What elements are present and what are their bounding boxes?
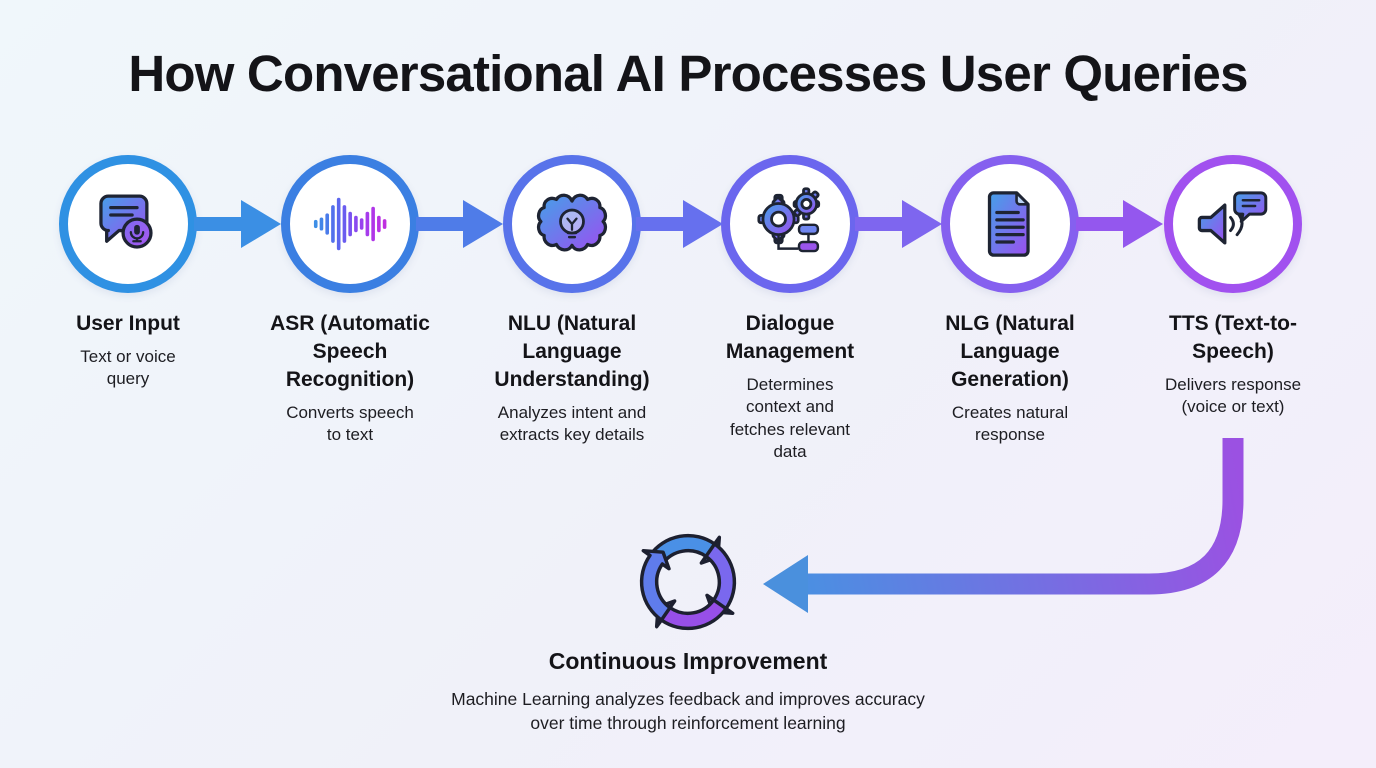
step-desc: Converts speech to text <box>286 402 414 445</box>
feedback-title: Continuous Improvement <box>548 648 828 674</box>
brain-lightbulb-icon <box>536 193 608 252</box>
flow-arrow-icon <box>1076 200 1163 248</box>
step-circle <box>59 155 197 293</box>
page-title: How Conversational AI Processes User Que… <box>128 45 1248 102</box>
step-title: Dialogue Management <box>725 312 855 363</box>
step-title: NLG (Natural Language Generation) <box>945 312 1075 391</box>
step-title: ASR (Automatic Speech Recognition) <box>270 312 430 391</box>
step-desc: Analyzes intent and extracts key details <box>497 402 647 445</box>
cycle-arrows-icon <box>639 533 737 631</box>
flow-arrow-icon <box>194 200 281 248</box>
speaker-chat-icon <box>1197 191 1268 245</box>
gears-flowchart-icon <box>757 187 821 253</box>
feedback-desc: Machine Learning analyzes feedback and i… <box>408 688 968 735</box>
step-title: TTS (Text-to-Speech) <box>1169 312 1297 363</box>
step-circle <box>503 155 641 293</box>
step-title: User Input <box>76 312 180 335</box>
flow-step-tts: TTS (Text-to-Speech) Delivers response (… <box>1123 155 1343 419</box>
step-desc: Creates natural response <box>951 402 1069 445</box>
step-circle <box>1164 155 1302 293</box>
flow-step-dialogue-management: Dialogue Management Determines context a… <box>680 155 900 464</box>
flow-step-nlg: NLG (Natural Language Generation) Create… <box>900 155 1120 447</box>
chat-mic-icon <box>99 194 153 249</box>
step-desc: Determines context and fetches relevant … <box>729 374 850 462</box>
step-title: NLU (Natural Language Understanding) <box>494 312 650 391</box>
flow-step-asr: ASR (Automatic Speech Recognition) Conve… <box>240 155 460 447</box>
step-circle <box>941 155 1079 293</box>
step-desc: Delivers response (voice or text) <box>1164 374 1302 417</box>
step-circle <box>281 155 419 293</box>
step-circle <box>721 155 859 293</box>
flow-arrow-icon <box>636 200 723 248</box>
feedback-desc-text: Machine Learning analyzes feedback and i… <box>451 689 925 733</box>
flow-step-user-input: User Input Text or voice query <box>18 155 238 391</box>
flow-arrow-icon <box>416 200 503 248</box>
flow-arrow-icon <box>855 200 942 248</box>
waveform-icon <box>313 197 387 251</box>
step-desc: Text or voice query <box>80 346 176 389</box>
document-icon <box>987 191 1030 257</box>
